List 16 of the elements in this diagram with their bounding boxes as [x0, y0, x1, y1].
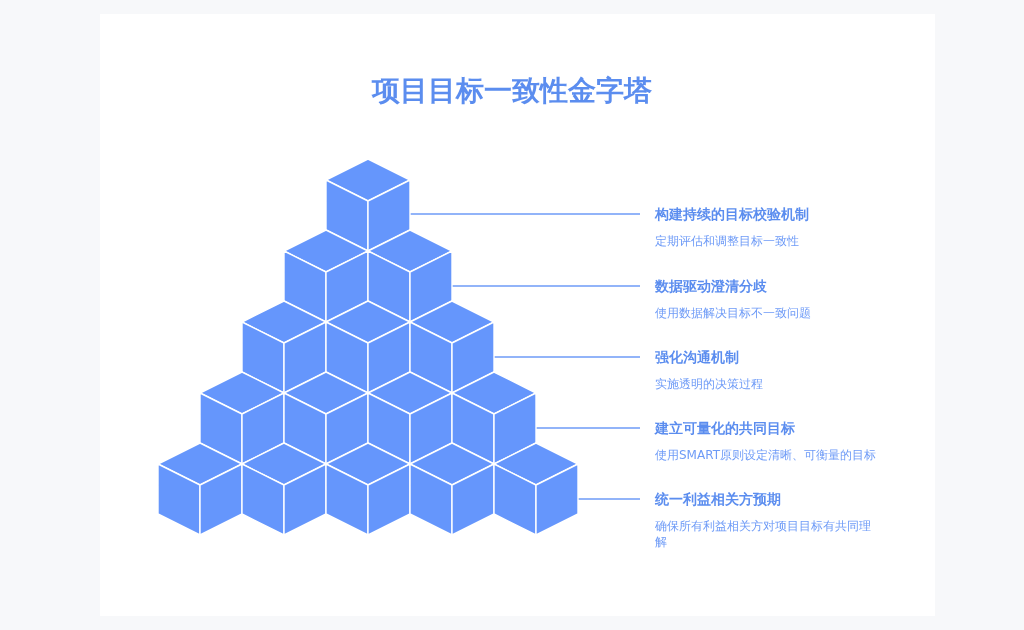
leader-line: [409, 213, 641, 215]
title: 项目目标一致性金字塔: [370, 73, 653, 109]
step-description: 定期评估和调整目标一致性: [655, 233, 800, 249]
leader-line: [577, 498, 641, 500]
step-description: 使用数据解决目标不一致问题: [655, 305, 812, 321]
step-heading: 构建持续的目标校验机制: [655, 205, 810, 223]
step-heading: 数据驱动澄清分歧: [655, 277, 768, 295]
step-description: 使用SMART原则设定清晰、可衡量的目标: [655, 447, 877, 463]
step-heading: 强化沟通机制: [655, 348, 740, 366]
step-heading: 统一利益相关方预期: [655, 490, 782, 508]
step-heading: 建立可量化的共同目标: [655, 419, 796, 437]
leader-line: [535, 427, 641, 429]
step-description: 实施透明的决策过程: [655, 376, 764, 392]
leader-line: [451, 285, 641, 287]
step-description: 确保所有利益相关方对项目目标有共同理解: [655, 518, 872, 550]
leader-line: [493, 356, 641, 358]
